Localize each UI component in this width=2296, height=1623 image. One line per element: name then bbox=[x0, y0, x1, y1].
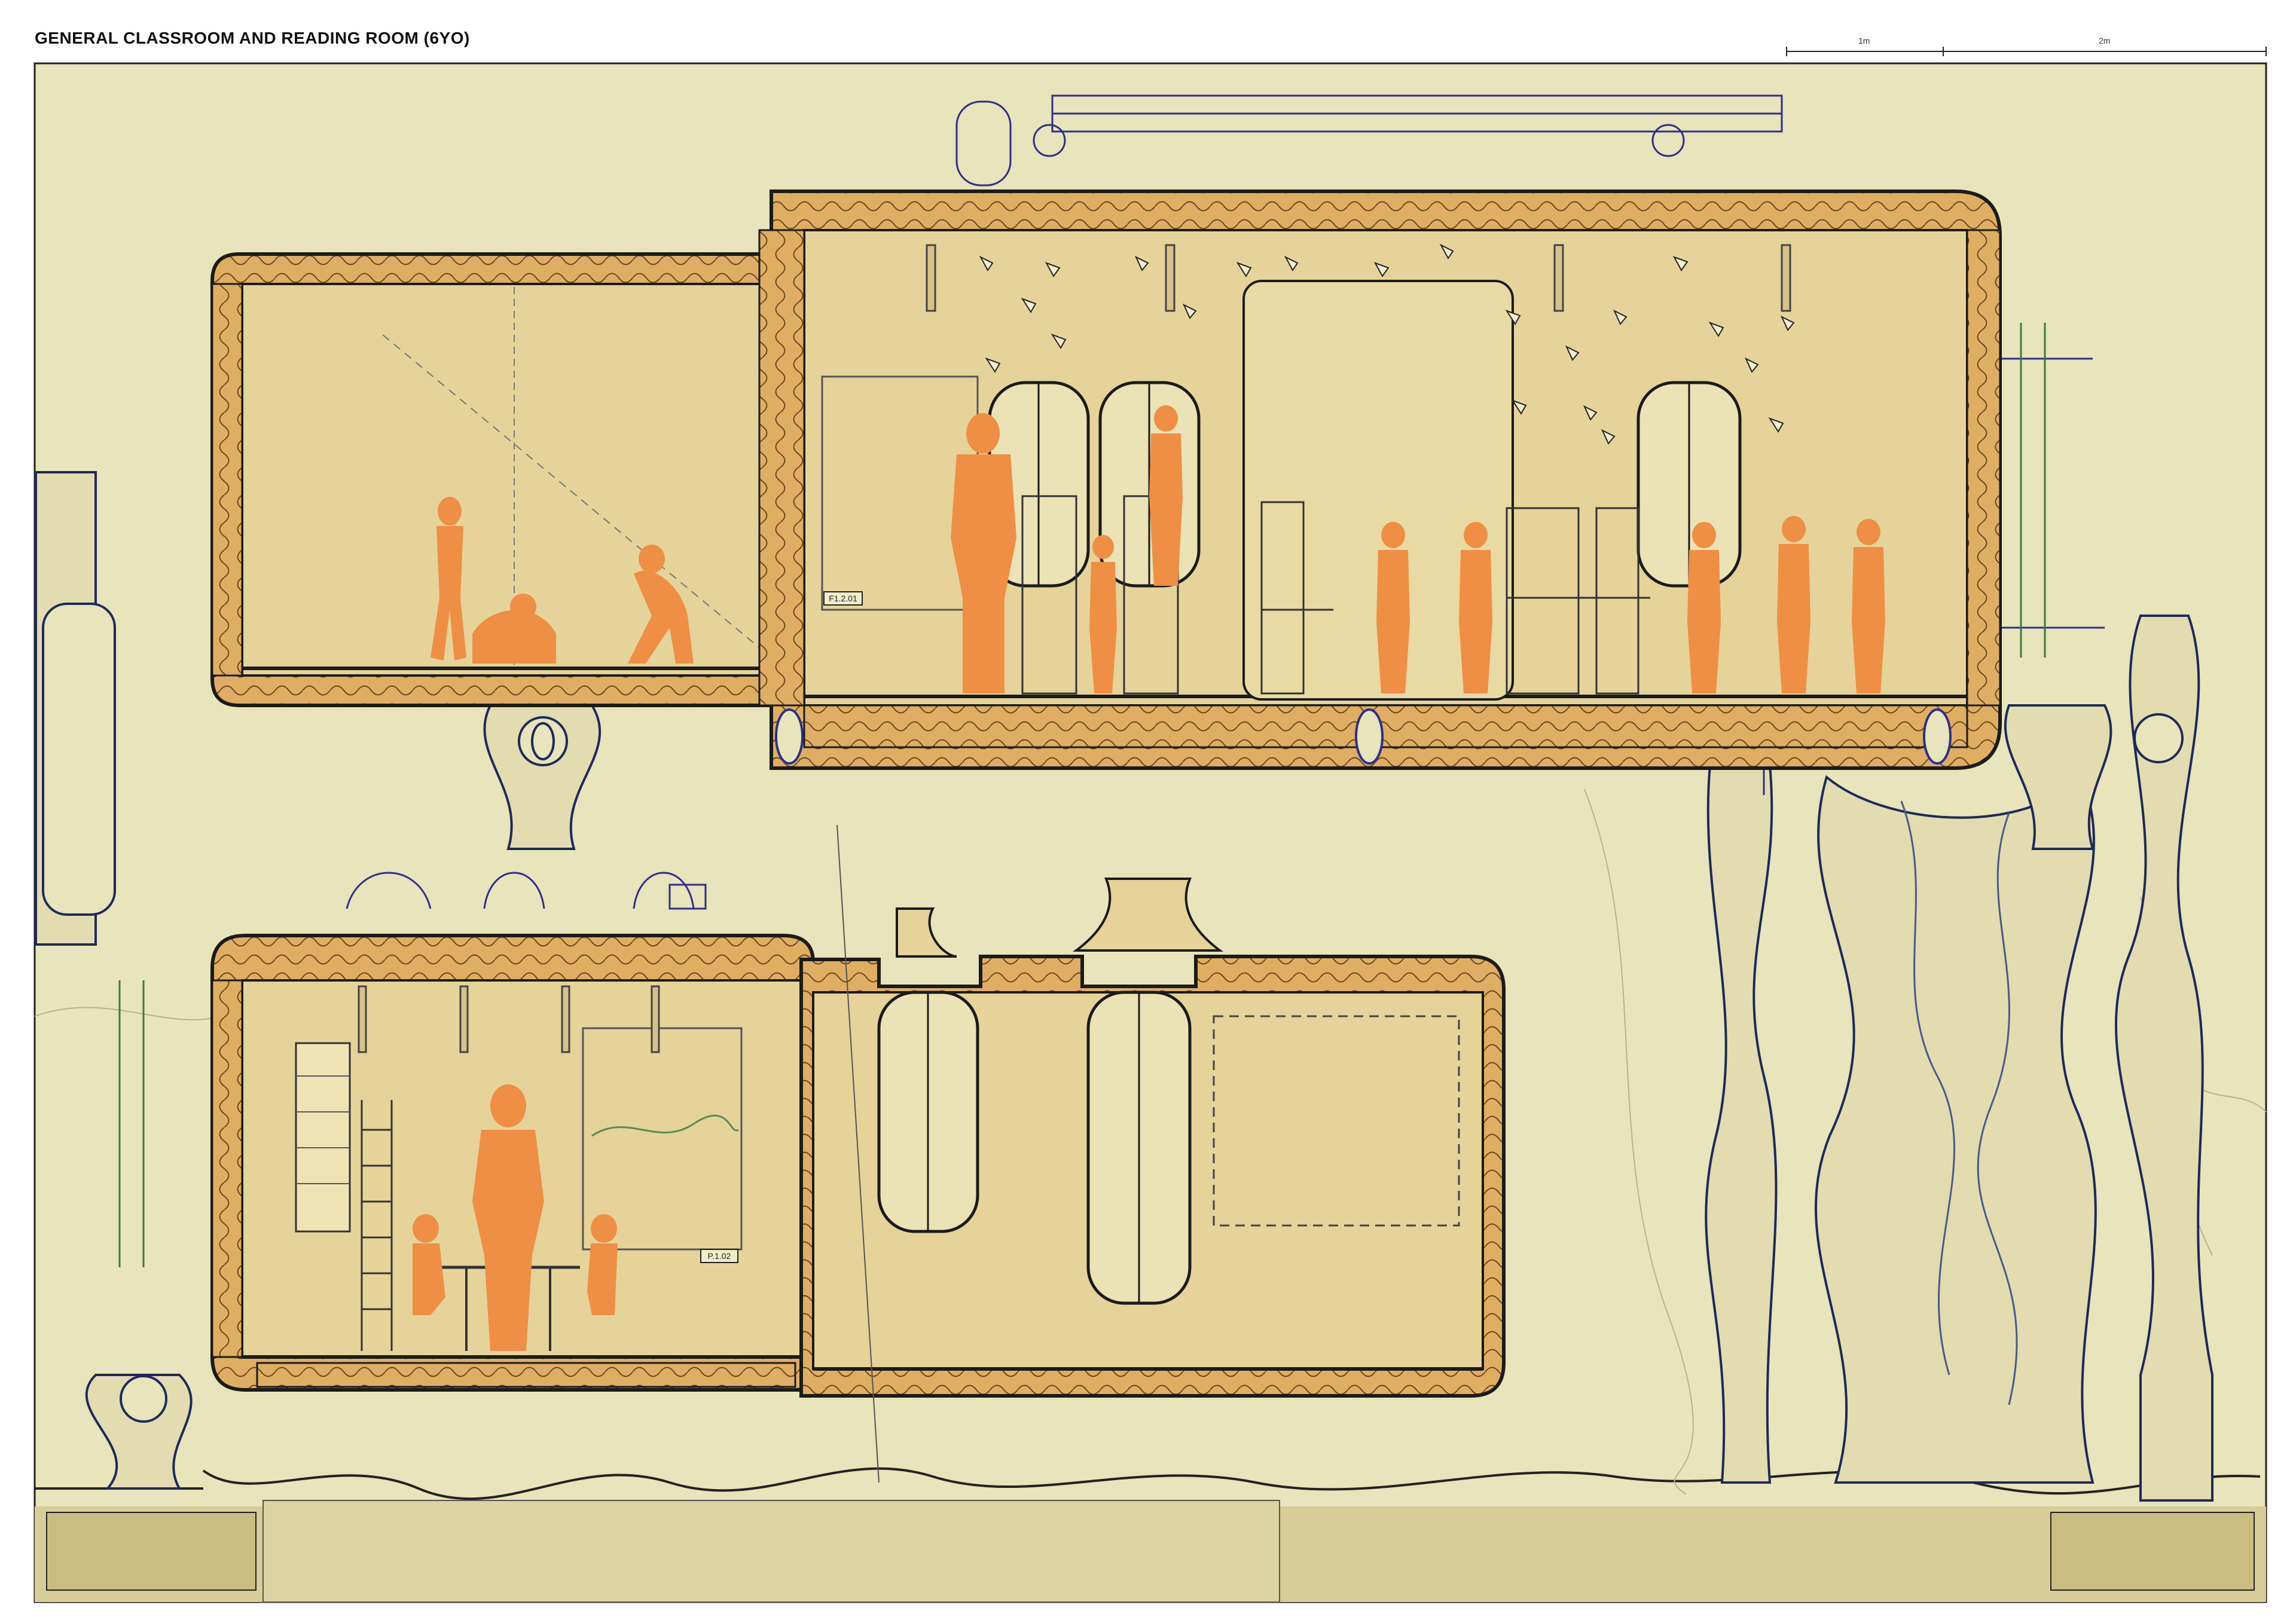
lower-right-extension bbox=[799, 824, 1506, 1483]
child-figure-upper-3 bbox=[1376, 522, 1410, 693]
child-figure-upper-6 bbox=[1777, 516, 1810, 693]
adult-figure-lower bbox=[472, 1084, 544, 1351]
upper-left-room bbox=[210, 252, 779, 707]
room-tag-lower-text: P.1.02 bbox=[708, 1251, 731, 1261]
left-support-columns bbox=[35, 471, 2184, 1490]
child-figure-upper-7 bbox=[1852, 519, 1885, 693]
child-figure-upper-1 bbox=[1089, 535, 1117, 693]
adult-figure-upper bbox=[951, 413, 1016, 693]
child-figure-upper-4 bbox=[1459, 522, 1492, 693]
tree-trunk-columns bbox=[1705, 615, 2213, 1502]
lower-room bbox=[210, 934, 815, 1392]
paper-birds bbox=[979, 243, 1795, 445]
upper-main-room bbox=[758, 189, 2002, 770]
child-figure-upper-5 bbox=[1687, 522, 1721, 693]
drawing-title: GENERAL CLASSROOM AND READING ROOM (6YO) bbox=[35, 29, 470, 47]
child-figure-lower-1 bbox=[413, 1214, 445, 1315]
scale-label-2m: 2m bbox=[2099, 36, 2111, 45]
figures bbox=[413, 405, 1885, 1351]
room-tag-lower: P.1.02 bbox=[700, 1249, 738, 1263]
child-figure-bending bbox=[628, 545, 694, 664]
roof-tanks bbox=[896, 878, 1223, 958]
scale-label-1m: 1m bbox=[1858, 36, 1870, 45]
child-figure-upper-2 bbox=[1149, 405, 1183, 586]
child-figure-lower-2 bbox=[587, 1214, 618, 1315]
child-figure-crawling bbox=[472, 594, 556, 664]
scale-bar bbox=[1786, 47, 2267, 56]
room-tag-upper: F1.2.01 bbox=[823, 591, 863, 606]
ground-strip bbox=[35, 1467, 2266, 1603]
child-figure-kite bbox=[430, 497, 466, 661]
room-tag-upper-text: F1.2.01 bbox=[829, 594, 857, 603]
